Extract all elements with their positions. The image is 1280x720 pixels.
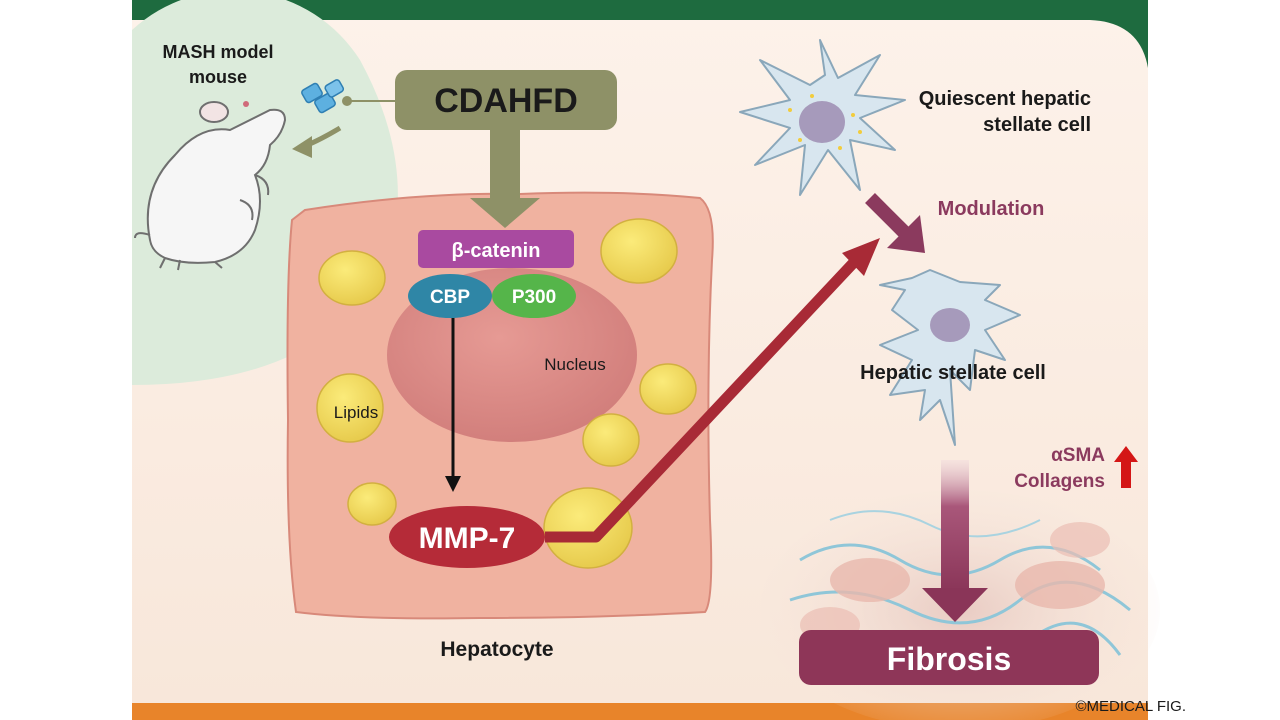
cdahfd-box <box>395 70 617 130</box>
fibrosis-box <box>799 630 1099 685</box>
mouse-label-line1: MASH model <box>162 42 273 62</box>
beta-catenin-label: β-catenin <box>452 240 541 262</box>
lipid-droplets <box>316 218 697 569</box>
nucleus-label: Nucleus <box>544 355 605 374</box>
cbp-protein <box>408 274 492 318</box>
mouse-label-line2: mouse <box>189 67 247 87</box>
increase-arrow-icon <box>1114 446 1138 488</box>
asma-label: αSMA <box>1051 445 1105 466</box>
collagens-label: Collagens <box>1014 471 1105 492</box>
activated-stellate-cell <box>879 269 1021 446</box>
mmp7-box <box>389 506 545 568</box>
hepatocyte-label: Hepatocyte <box>440 638 553 661</box>
quiescent-label-line2: stellate cell <box>983 114 1091 136</box>
cdahfd-label: CDAHFD <box>434 82 578 120</box>
modulation-label: Modulation <box>938 198 1045 220</box>
fibrosis-label: Fibrosis <box>887 641 1011 677</box>
top-bar <box>132 0 1148 68</box>
modulation-arrow <box>865 193 925 253</box>
expression-arrow <box>445 318 461 492</box>
p300-protein <box>492 274 576 318</box>
pill-icon <box>301 79 395 114</box>
beta-catenin-box <box>418 230 574 268</box>
stellate-label: Hepatic stellate cell <box>860 362 1046 384</box>
fibrosis-arrow <box>922 460 988 622</box>
cdahfd-arrow <box>470 130 540 228</box>
quiescent-stellate-cell <box>739 39 906 196</box>
lipids-label: Lipids <box>334 403 378 422</box>
copyright-label: ©MEDICAL FIG. <box>1075 698 1186 715</box>
feed-arrow <box>292 125 342 158</box>
p300-label: P300 <box>512 287 556 308</box>
mmp7-arrow <box>545 238 880 543</box>
cbp-label: CBP <box>430 287 470 308</box>
mouse-illustration <box>134 101 287 271</box>
mmp7-label: MMP-7 <box>419 522 516 555</box>
quiescent-label-line1: Quiescent hepatic <box>919 88 1091 110</box>
